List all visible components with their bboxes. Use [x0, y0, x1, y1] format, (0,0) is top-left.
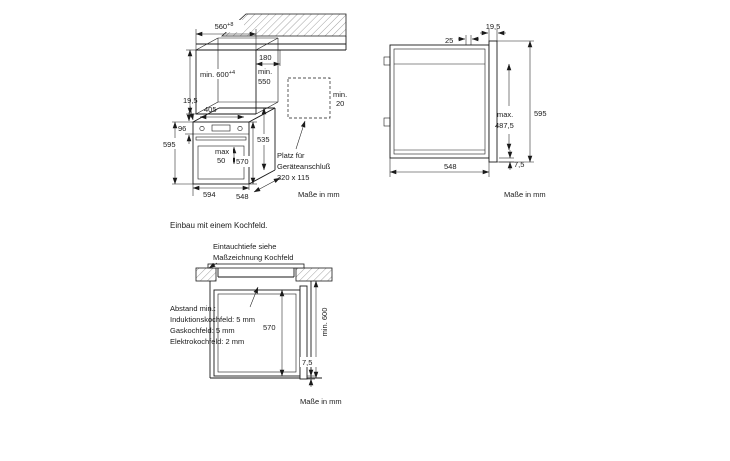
dim-label-height: 595: [534, 109, 547, 118]
dim-label-wall-gap-value: 20: [336, 99, 344, 108]
niche-perspective-diagram: 560+8 180 min. 550 min. 600+4 min. 20 19…: [161, 13, 347, 201]
dim-label-oven-depth: 548: [236, 192, 249, 201]
oven-knob-right: [237, 126, 243, 132]
oven-body-side-inner: [217, 293, 297, 373]
dim-label-panel-height: 96: [178, 124, 186, 133]
mounting-tab-top: [383, 56, 391, 66]
note-clearance-line2: Induktionskochfeld: 5 mm: [170, 315, 255, 324]
dim-label-max-word: max: [215, 147, 229, 156]
dim-label-bottom-gap: 7,5: [302, 358, 312, 367]
mounting-tab-bottom: [383, 117, 391, 127]
note-clearance-line4: Elektrokochfeld: 2 mm: [170, 337, 244, 346]
dim-label-depth: 548: [444, 162, 457, 171]
label-backdrops: [300, 357, 319, 367]
dim-label-535: 535: [257, 135, 270, 144]
side-view-geometry: [383, 40, 498, 163]
dim-label-max-value: 487,5: [495, 121, 514, 130]
dim-label-max-value: 50: [217, 156, 225, 165]
note-clearance-line1: Abstand min.:: [170, 304, 216, 313]
oven-handle: [195, 136, 247, 141]
worktop-right: [295, 267, 333, 282]
dim-label-405: 405: [204, 105, 217, 114]
oven-body: [389, 44, 490, 159]
dim-label-wall-gap-word: min.: [333, 90, 347, 99]
note-connection-space-line1: Platz für: [277, 151, 305, 160]
oven-door-side: [488, 40, 498, 163]
dim-label-door-thickness: 19,5: [486, 22, 501, 31]
oven-knob-left: [199, 126, 205, 132]
note-connection-space-line2: Geräteanschluß: [277, 162, 331, 171]
dim-label-570: 570: [236, 157, 249, 166]
hob-installation-diagram: Einbau mit einem Kochfeld.: [170, 221, 342, 406]
oven-display: [211, 124, 231, 132]
dim-label-niche-width: 560+8: [215, 22, 234, 31]
oven-body-side: [213, 289, 301, 377]
units-label: Maße in mm: [298, 190, 340, 199]
dim-label-depth-word: min.: [258, 67, 272, 76]
note-hob-depth-line1: Eintauchtiefe siehe: [213, 242, 276, 251]
dim-label-rear-offset: 180: [259, 53, 272, 62]
dim-label-door-overhang: 19,5: [183, 96, 198, 105]
label-backdrops: [161, 20, 273, 167]
dim-label-depth-value: 550: [258, 77, 271, 86]
note-connection-space-line3: 320 x 115: [277, 173, 309, 182]
dim-label-inner-height: 570: [263, 323, 276, 332]
dim-label-oven-height: 595: [163, 140, 176, 149]
side-view-dimension-lines: [389, 29, 534, 177]
hob-flange: [207, 263, 305, 269]
oven-side-view-diagram: 19,5 25 595 max. 487,5 548 7,5 Maße in m…: [383, 22, 547, 199]
dim-label-max-word: max.: [497, 110, 513, 119]
diagram-title-hob: Einbau mit einem Kochfeld.: [170, 221, 267, 230]
hob-geometry: [195, 263, 333, 380]
note-hob-depth-line2: Maßzeichnung Kochfeld: [213, 253, 293, 262]
dim-label-oven-width: 594: [203, 190, 216, 199]
dim-label-bottom-gap: 7,5: [514, 160, 524, 169]
oven-body-inner: [393, 48, 486, 155]
worktop-left: [195, 267, 217, 282]
dim-label-niche-height: min. 600: [320, 308, 329, 337]
connection-space-zone: [287, 77, 331, 119]
dim-label-niche-height: min. 600+4: [200, 70, 235, 79]
note-clearance-line3: Gaskochfeld: 5 mm: [170, 326, 235, 335]
units-label: Maße in mm: [300, 397, 342, 406]
oven-door-side: [299, 285, 308, 380]
dim-label-top-offset: 25: [445, 36, 453, 45]
units-label: Maße in mm: [504, 190, 546, 199]
